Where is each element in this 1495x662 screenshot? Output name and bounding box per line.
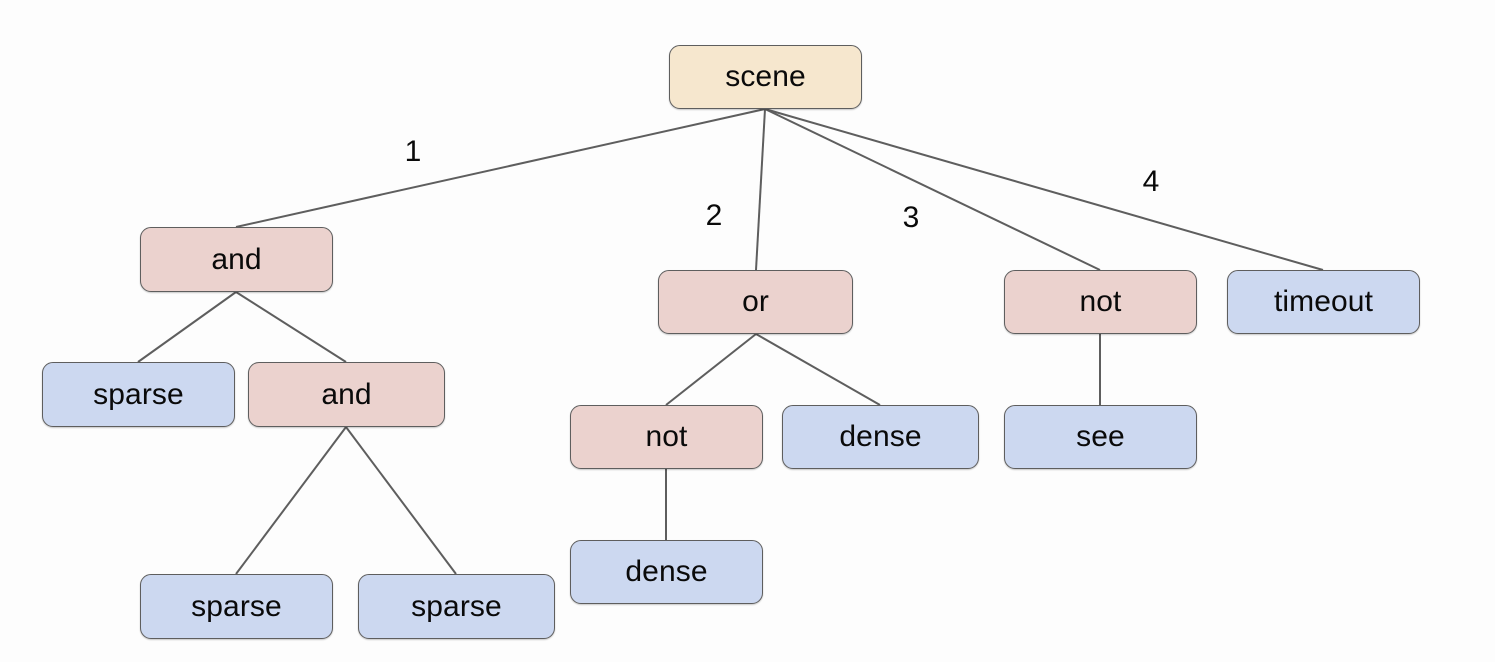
tree-edge-or1-dense1	[755, 333, 881, 406]
tree-edge-and1-and2	[235, 291, 347, 363]
tree-node-timeout[interactable]: timeout	[1227, 270, 1420, 334]
tree-edge-scene-timeout	[764, 108, 1324, 271]
tree-edge-and2-sparse2	[235, 426, 347, 575]
tree-node-dense2[interactable]: dense	[570, 540, 763, 604]
tree-node-or1[interactable]: or	[658, 270, 853, 334]
tree-node-sparse1[interactable]: sparse	[42, 362, 235, 427]
edge-label-2: 2	[705, 199, 723, 232]
tree-edge-scene-or1	[755, 108, 766, 271]
tree-node-sparse2[interactable]: sparse	[140, 574, 333, 639]
tree-node-sparse3[interactable]: sparse	[358, 574, 555, 639]
edge-label-3: 3	[902, 201, 920, 234]
tree-node-scene[interactable]: scene	[669, 45, 862, 109]
tree-node-and2[interactable]: and	[248, 362, 445, 427]
tree-edge-and1-sparse1	[137, 291, 237, 363]
tree-edge-or1-not2	[665, 333, 757, 406]
edge-label-4: 4	[1142, 165, 1160, 198]
edge-label-1: 1	[404, 135, 422, 168]
tree-node-dense1[interactable]: dense	[782, 405, 979, 469]
tree-node-not2[interactable]: not	[570, 405, 763, 469]
tree-node-and1[interactable]: and	[140, 227, 333, 292]
tree-node-see[interactable]: see	[1004, 405, 1197, 469]
tree-edge-scene-and1	[235, 108, 766, 228]
tree-edge-scene-not1	[764, 108, 1101, 271]
tree-node-not1[interactable]: not	[1004, 270, 1197, 334]
tree-edge-and2-sparse3	[345, 426, 457, 575]
